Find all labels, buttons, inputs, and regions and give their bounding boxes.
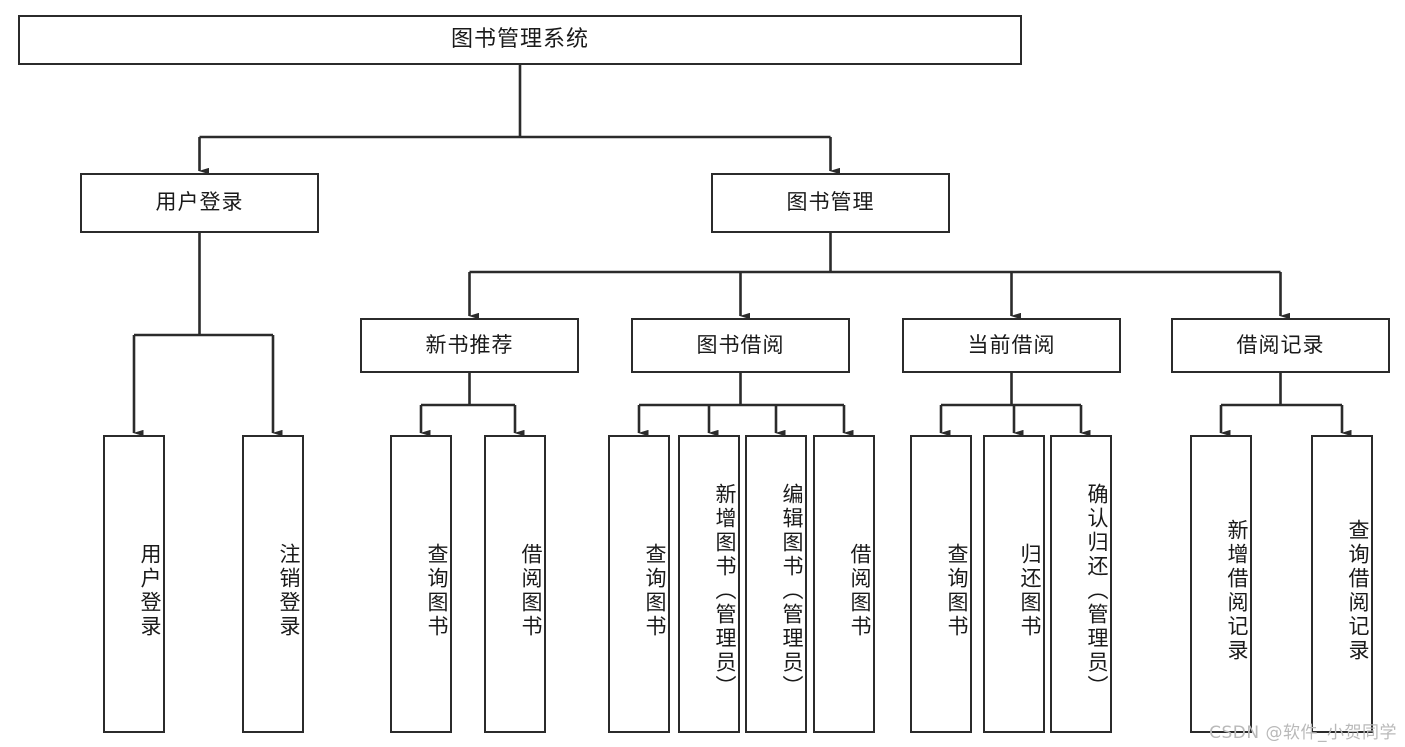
node-label: 查询图书 (643, 543, 667, 639)
node-new-book-recommend[interactable]: 新书推荐 (360, 318, 579, 373)
node-label: 当前借阅 (967, 332, 1056, 357)
node-label: 查询图书 (945, 543, 969, 639)
node-label: 新增图书（管理员） (713, 483, 737, 699)
node-borrow-records[interactable]: 借阅记录 (1171, 318, 1390, 373)
node-current-borrow[interactable]: 当前借阅 (902, 318, 1121, 373)
edge-paths (132, 65, 1352, 437)
leaf-user-logout[interactable]: 注销登录 (242, 435, 304, 733)
node-label: 借阅图书 (848, 543, 872, 639)
leaf-borrow-query-book[interactable]: 查询图书 (608, 435, 670, 733)
node-book-borrow[interactable]: 图书借阅 (631, 318, 850, 373)
leaf-records-query-record[interactable]: 查询借阅记录 (1311, 435, 1373, 733)
node-user-login[interactable]: 用户登录 (80, 173, 319, 233)
node-label: 用户登录 (138, 543, 162, 639)
node-label: 归还图书 (1018, 543, 1042, 639)
node-label: 用户登录 (155, 190, 244, 215)
node-label: 图书借阅 (696, 332, 785, 357)
watermark: CSDN @软件_小贺同学 (1209, 723, 1397, 743)
node-label: 新增借阅记录 (1225, 519, 1249, 663)
node-label: 图书管理 (786, 190, 875, 215)
leaf-current-confirm-return-admin[interactable]: 确认归还（管理员） (1050, 435, 1112, 733)
node-label: 注销登录 (277, 543, 301, 639)
node-root[interactable]: 图书管理系统 (18, 15, 1022, 65)
leaf-current-query-book[interactable]: 查询图书 (910, 435, 972, 733)
leaf-borrow-edit-book-admin[interactable]: 编辑图书（管理员） (745, 435, 807, 733)
leaf-borrow-borrow-book[interactable]: 借阅图书 (813, 435, 875, 733)
node-label: 查询借阅记录 (1346, 519, 1370, 663)
node-label: 查询图书 (425, 543, 449, 639)
node-label: 新书推荐 (425, 332, 514, 357)
leaf-borrow-add-book-admin[interactable]: 新增图书（管理员） (678, 435, 740, 733)
node-label: 确认归还（管理员） (1085, 483, 1109, 699)
leaf-newbook-query-book[interactable]: 查询图书 (390, 435, 452, 733)
node-label: 借阅图书 (519, 543, 543, 639)
node-label: 图书管理系统 (450, 26, 589, 52)
node-book-management[interactable]: 图书管理 (711, 173, 950, 233)
leaf-newbook-borrow-book[interactable]: 借阅图书 (484, 435, 546, 733)
leaf-user-login[interactable]: 用户登录 (103, 435, 165, 733)
leaf-current-return-book[interactable]: 归还图书 (983, 435, 1045, 733)
node-label: 编辑图书（管理员） (780, 483, 804, 699)
leaf-records-add-record[interactable]: 新增借阅记录 (1190, 435, 1252, 733)
node-label: 借阅记录 (1236, 332, 1325, 357)
